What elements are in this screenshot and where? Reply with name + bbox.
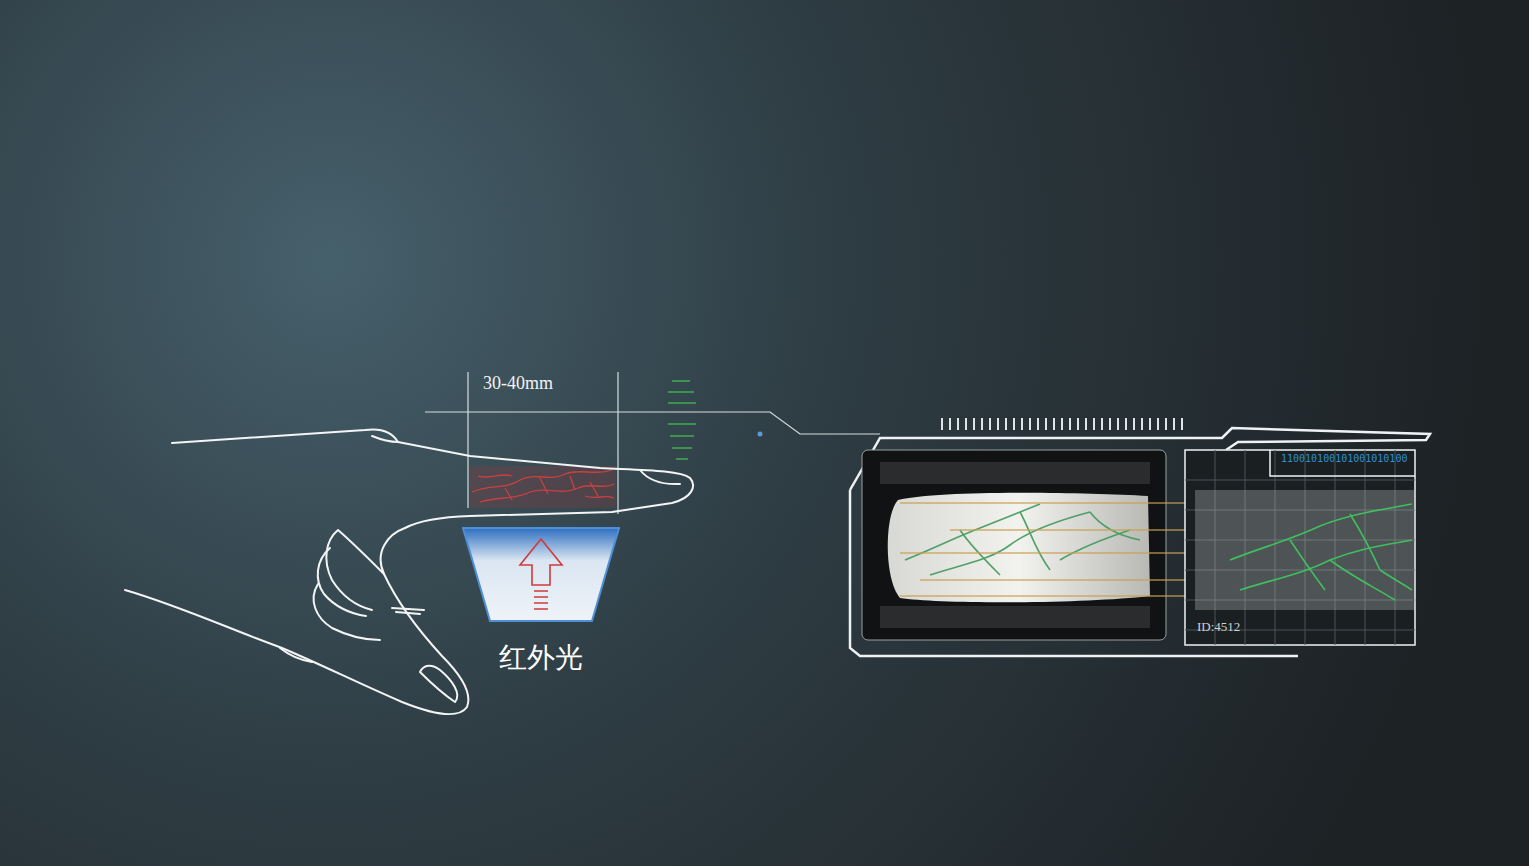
finger-image [888,493,1150,603]
vein-zone [470,466,616,508]
finger-image-veins [905,504,1140,575]
scan-image [1195,490,1415,610]
light-waves [534,591,548,609]
dot [758,432,763,437]
emitter-label: 红外光 [462,639,620,687]
finger-veins [472,470,614,502]
hand-outline [125,430,693,715]
emitter-shape [462,527,620,623]
screen-veins [1230,504,1412,600]
vent-ticks [942,418,1182,430]
camera-window [862,450,1166,640]
dimension-lines [425,372,880,514]
display-screen: 110010100101001010100ID:4512 [1185,450,1415,645]
binary-readout: 110010100101001010100 [1185,450,1415,464]
infrared-emitter: 红外光 [462,527,620,687]
screen-grid [1185,450,1415,645]
device-housing [850,428,1430,656]
screen-frame [1185,450,1415,645]
emitter-body [463,528,619,621]
scan-marks [668,381,696,459]
light-arrow [520,539,562,585]
dimension-label: 30-40mm [483,373,553,394]
window-rail [880,462,1150,484]
window-rail [880,606,1150,628]
id-readout: ID:4512 [1185,619,1415,645]
